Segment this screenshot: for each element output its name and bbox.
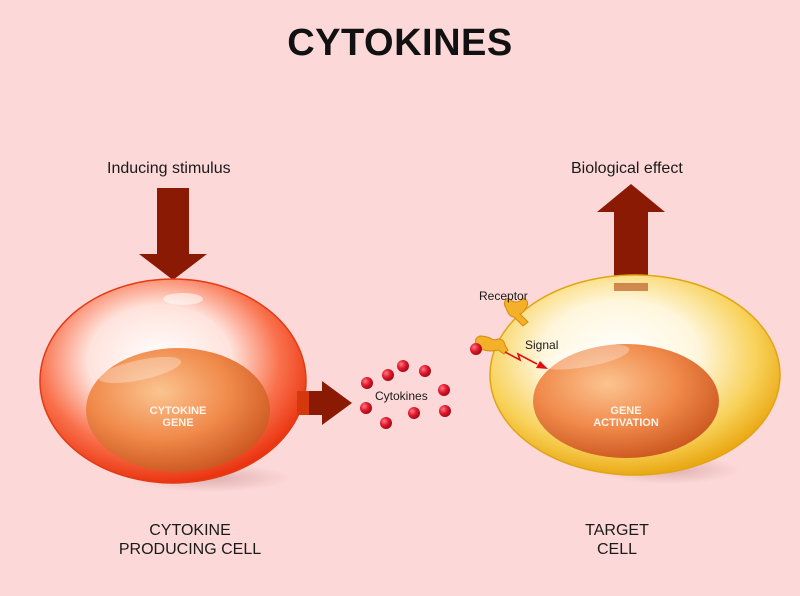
signal-arrow [504,351,538,365]
cytokine-dot [361,377,373,389]
biological-effect-arrow [597,184,665,290]
biological-effect-label: Biological effect [571,160,683,177]
effect-arrow-overlap [614,283,648,291]
nucleus-highlight [98,356,182,384]
target-cell-line2: CELL [596,541,638,558]
cytokine-dot [419,365,431,377]
gene-activation-label: GENE ACTIVATION [566,405,686,429]
receptor-bound [475,335,509,355]
producing-cell-line1: CYTOKINE [149,522,231,539]
cytokine-dot [439,405,451,417]
target-cell-line1: TARGET [585,522,649,539]
gene-activation-line2: ACTIVATION [593,417,659,429]
secretion-arrow-base [297,391,309,415]
cytokine-gene-nucleus [86,348,270,472]
bound-cytokine [470,343,482,355]
gene-activation-line1: GENE [610,405,642,417]
cytokine-dot [382,369,394,381]
secretion-arrow [297,381,352,425]
inducing-stimulus-label: Inducing stimulus [107,160,231,177]
cytokine-gene-label: CYTOKINE GENE [118,405,238,429]
producing-cell-highlight [163,293,203,305]
diagram-title: CYTOKINES [287,22,513,64]
signal-arrowhead [536,361,548,369]
cytokine-dots [360,360,451,429]
nucleus-highlight [540,344,630,370]
cytokine-dot [397,360,409,372]
target-cell-label: TARGET CELL [552,521,682,559]
cytokines-label: Cytokines [375,389,428,403]
inducing-stimulus-arrow [139,188,207,280]
cytokine-dot [380,417,392,429]
cytokine-dot [438,384,450,396]
cytokine-dot [408,407,420,419]
cytokine-gene-line1: CYTOKINE [149,405,207,417]
cytokine-dot [360,402,372,414]
signal-label: Signal [525,338,559,352]
producing-cell-line2: PRODUCING CELL [118,541,262,558]
cytokine-gene-line2: GENE [162,417,194,429]
gene-activation-nucleus [533,344,719,458]
producing-cell-label: CYTOKINE PRODUCING CELL [90,521,290,559]
receptor-empty [503,297,529,327]
receptor-label: Receptor [479,289,528,303]
